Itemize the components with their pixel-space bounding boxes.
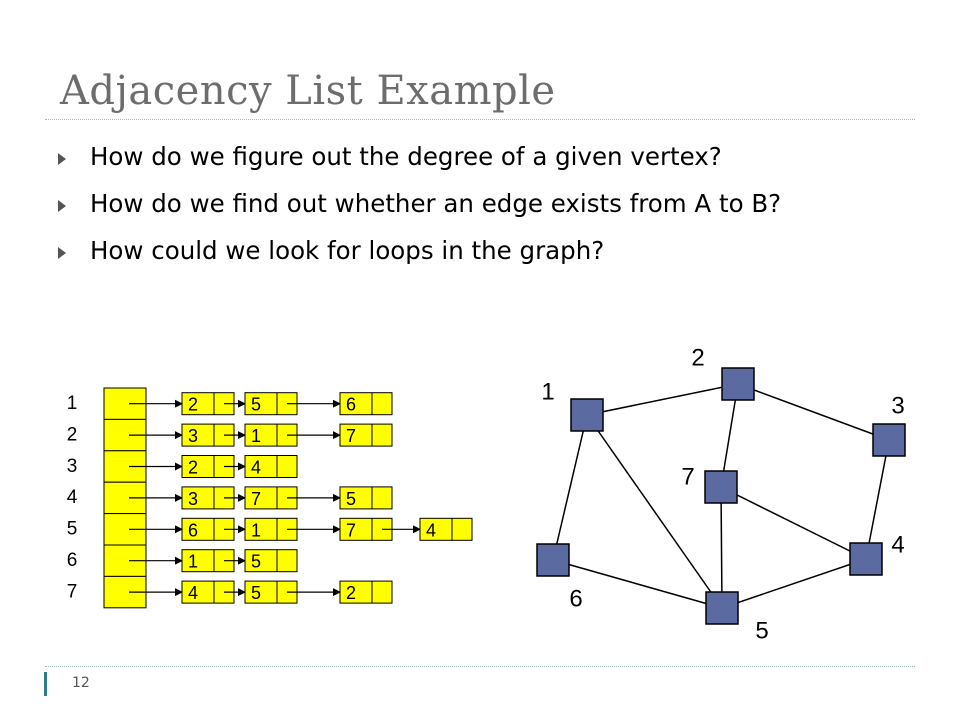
graph-edge [720, 383, 739, 488]
graph-vertex-label: 7 [681, 463, 694, 490]
graph-edge [720, 486, 867, 560]
list-node-value: 1 [188, 552, 198, 572]
list-node-value: 5 [251, 552, 261, 572]
bullet-item: How do we find out whether an edge exist… [58, 187, 781, 234]
slide-title: Adjacency List Example [60, 68, 556, 114]
vertex-index-label: 2 [67, 424, 78, 445]
list-node-value: 7 [346, 426, 356, 446]
list-node-value: 2 [188, 395, 198, 415]
list-node-value: 1 [251, 520, 261, 540]
graph-vertex [704, 470, 738, 504]
graph-vertex [872, 423, 906, 457]
title-divider [45, 119, 915, 120]
bullet-text: How do we figure out the degree of a giv… [90, 142, 722, 171]
graph-edge [865, 439, 890, 560]
triangle-bullet-icon [58, 153, 66, 165]
list-node-value: 5 [251, 395, 261, 415]
graph-edge [737, 383, 890, 441]
vertex-index-label: 4 [67, 487, 78, 508]
bullet-text: How do we find out whether an edge exist… [90, 189, 782, 218]
list-node-value: 5 [251, 583, 261, 603]
graph-edge [586, 383, 739, 416]
vertex-index-label: 7 [67, 581, 78, 602]
list-node-value: 3 [188, 426, 198, 446]
graph-vertex [721, 367, 755, 401]
list-node-value: 5 [346, 489, 356, 509]
bullet-item: How do we figure out the degree of a giv… [58, 140, 781, 187]
vertex-index-label: 3 [67, 456, 78, 477]
graph-edge [720, 486, 723, 609]
triangle-bullet-icon [58, 200, 66, 212]
bullet-list: How do we figure out the degree of a giv… [58, 140, 781, 281]
list-node [244, 455, 298, 478]
list-node [339, 580, 393, 604]
graph-vertex [536, 543, 570, 577]
list-node [339, 423, 393, 447]
list-node-value: 4 [251, 458, 261, 478]
graph-vertex-label: 6 [569, 585, 582, 612]
list-node-value: 1 [251, 426, 261, 446]
list-node-value: 3 [188, 489, 198, 509]
triangle-bullet-icon [58, 247, 66, 259]
list-node [419, 517, 473, 541]
bullet-item: How could we look for loops in the graph… [58, 234, 781, 281]
list-node-value: 6 [346, 395, 356, 415]
list-node [339, 392, 393, 416]
list-node-value: 2 [188, 458, 198, 478]
list-node [339, 486, 393, 510]
graph-vertex [849, 542, 883, 576]
graph-edge [586, 414, 723, 609]
graph-vertex-label: 2 [691, 344, 704, 371]
footer-accent-bar [44, 672, 53, 696]
list-node-value: 6 [188, 520, 198, 540]
graph-edge [552, 559, 723, 609]
graph-vertex-label: 5 [755, 617, 768, 644]
list-node-value: 7 [346, 520, 356, 540]
graph-vertex [570, 398, 604, 432]
graph-edge [721, 558, 867, 609]
list-node [244, 549, 298, 573]
bullet-text: How could we look for loops in the graph… [90, 236, 605, 265]
graph-vertex [705, 591, 739, 625]
page-number: 12 [72, 675, 90, 691]
vertex-index-label: 1 [67, 393, 78, 414]
footer-divider [45, 666, 915, 667]
vertex-index-label: 6 [67, 550, 78, 571]
graph: 1 2 3 4 5 6 7 [536, 344, 906, 644]
list-node-value: 7 [251, 489, 261, 509]
list-node-value: 4 [426, 520, 436, 540]
vertex-index-label: 5 [67, 519, 78, 540]
graph-edge [552, 414, 588, 561]
graph-vertex-label: 1 [541, 378, 554, 405]
list-node-value: 4 [188, 583, 198, 603]
graph-vertex-label: 3 [891, 392, 904, 419]
list-node-value: 2 [346, 583, 356, 603]
graph-vertex-label: 4 [891, 531, 904, 558]
adjacency-list: 1 2 3 4 5 6 7 2 5 6 3 1 7 2 4 3 7 5 6 1 7 4 1 5 4 5 2 [67, 387, 473, 609]
